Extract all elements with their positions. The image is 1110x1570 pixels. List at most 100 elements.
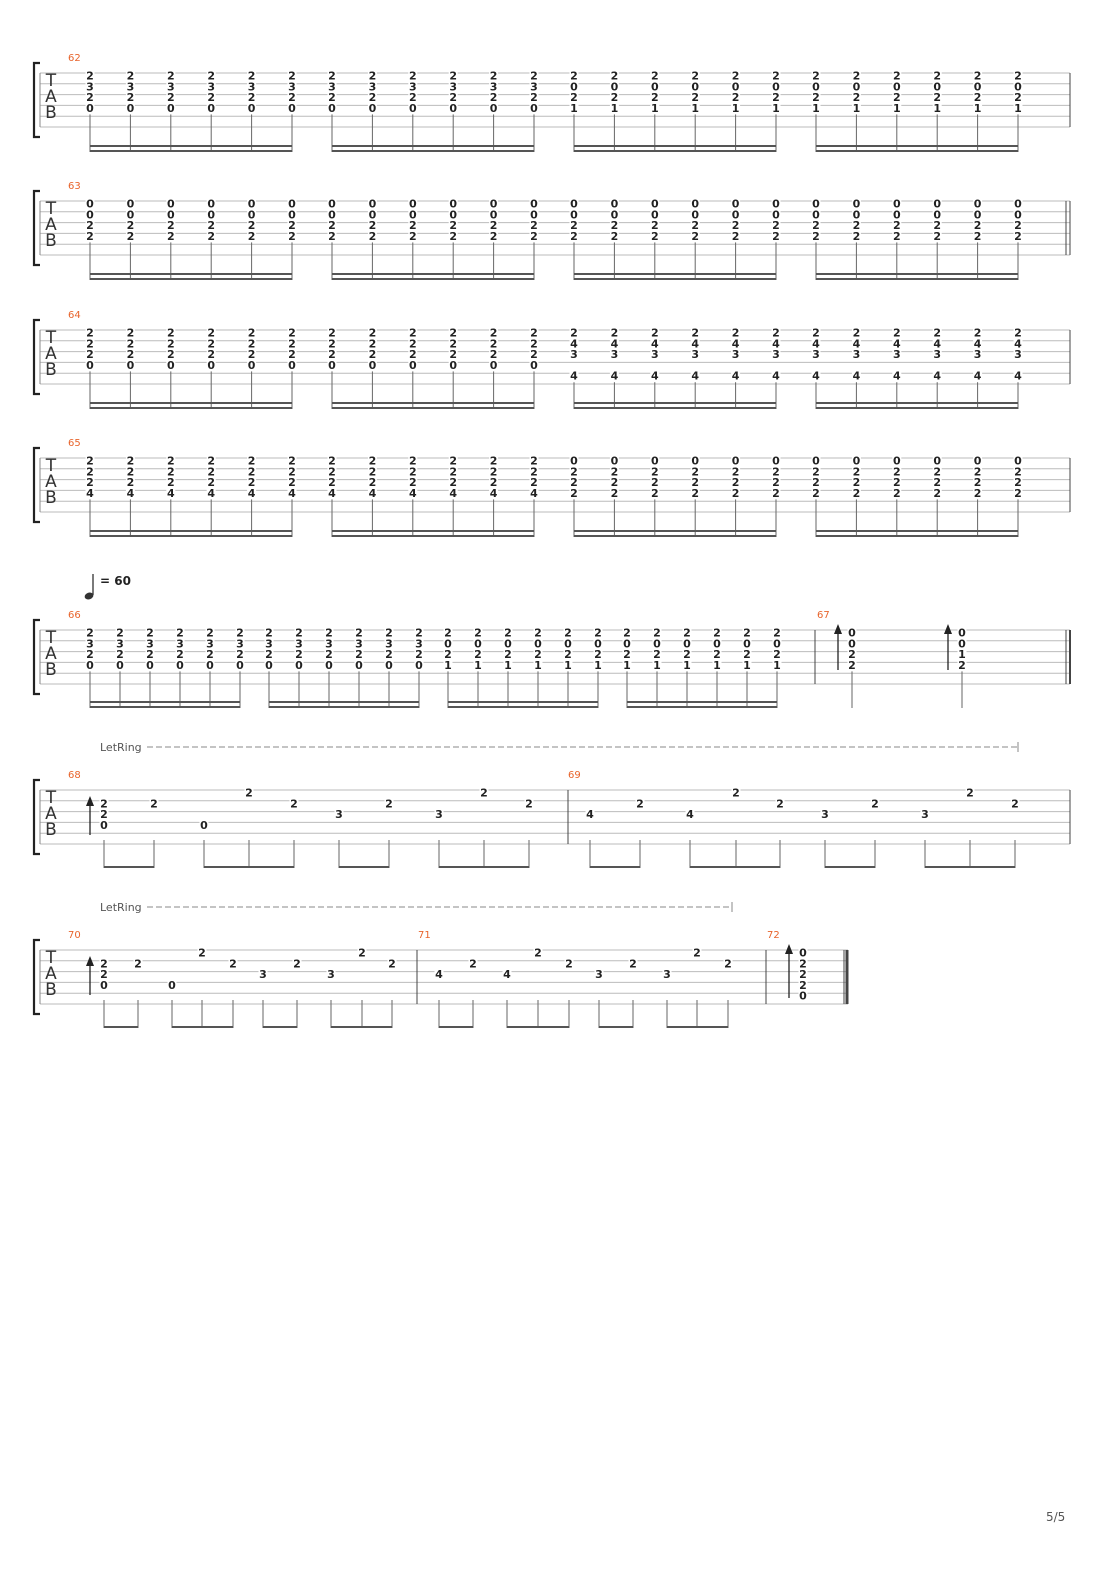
fret-bg — [206, 456, 216, 465]
fret-bg — [851, 338, 861, 348]
fret-number: 2 — [127, 455, 135, 468]
fret-number: 0 — [248, 359, 256, 372]
fret-number: 2 — [893, 476, 901, 489]
fret-bg — [287, 220, 297, 230]
fret-bg — [448, 199, 458, 208]
fret-bg — [851, 92, 861, 102]
fret-bg — [731, 199, 741, 208]
fret-number: 0 — [127, 198, 135, 211]
fret-bg — [892, 466, 902, 476]
fret-number: 2 — [611, 230, 619, 243]
fret-number: 1 — [623, 659, 631, 672]
fret-bg — [723, 958, 733, 968]
fret-number: 2 — [369, 230, 377, 243]
fret-bg — [650, 71, 660, 80]
fret-number: 0 — [772, 208, 780, 221]
fret-bg — [287, 488, 297, 498]
fret-bg — [569, 456, 579, 465]
fret-number: 0 — [651, 208, 659, 221]
fret-bg — [133, 958, 143, 968]
fret-bg — [145, 660, 155, 670]
tab-system-64: TAB6422202220222022202220222022202220222… — [32, 310, 1071, 409]
fret-bg — [206, 92, 216, 102]
fret-number: 2 — [415, 648, 423, 661]
fret-number: 4 — [207, 487, 215, 500]
fret-bg — [811, 488, 821, 498]
fret-number: 1 — [444, 659, 452, 672]
fret-bg — [973, 209, 983, 219]
fret-bg — [145, 638, 155, 648]
fret-bg — [932, 371, 942, 381]
tab-letter-t: T — [45, 628, 57, 648]
fret-number: 3 — [821, 808, 829, 821]
measure-number: 62 — [68, 53, 81, 64]
fret-bg — [712, 628, 722, 637]
fret-number: 2 — [369, 476, 377, 489]
fret-number: 0 — [570, 198, 578, 211]
fret-bg — [529, 81, 539, 91]
fret-bg — [932, 466, 942, 476]
fret-number: 2 — [693, 947, 701, 960]
fret-number: 0 — [530, 198, 538, 211]
fret-number: 4 — [691, 337, 699, 350]
fret-bg — [264, 638, 274, 648]
fret-number: 2 — [325, 648, 333, 661]
fret-number: 2 — [127, 70, 135, 83]
fret-bg — [166, 466, 176, 476]
fret-number: 0 — [167, 102, 175, 115]
fret-bg — [569, 477, 579, 487]
fret-number: 2 — [248, 70, 256, 83]
fret-number: 2 — [691, 219, 699, 232]
fret-bg — [85, 209, 95, 219]
fret-number: 2 — [127, 230, 135, 243]
fret-bg — [1013, 220, 1023, 230]
fret-bg — [892, 371, 902, 381]
fret-number: 2 — [530, 476, 538, 489]
fret-number: 4 — [248, 487, 256, 500]
fret-number: 2 — [248, 337, 256, 350]
fret-number: 0 — [611, 198, 619, 211]
fret-bg — [798, 948, 808, 957]
fret-bg — [206, 81, 216, 91]
fret-bg — [892, 209, 902, 219]
fret-bg — [125, 360, 135, 370]
fret-bg — [771, 456, 781, 465]
fret-number: 2 — [812, 219, 820, 232]
fret-number: 0 — [1014, 198, 1022, 211]
fret-number: 2 — [1014, 91, 1022, 104]
fret-bg — [529, 328, 539, 337]
fret-bg — [247, 488, 257, 498]
fret-number: 2 — [732, 476, 740, 489]
fret-number: 2 — [1014, 476, 1022, 489]
fret-number: 2 — [449, 70, 457, 83]
fret-number: 2 — [594, 648, 602, 661]
fret-bg — [690, 220, 700, 230]
fret-number: 2 — [732, 465, 740, 478]
fret-bg — [99, 969, 109, 979]
fret-number: 0 — [86, 198, 94, 211]
fret-bg — [287, 92, 297, 102]
fret-bg — [287, 349, 297, 359]
fret-number: 2 — [409, 348, 417, 361]
fret-number: 4 — [409, 487, 417, 500]
fret-bg — [692, 948, 702, 957]
fret-bg — [503, 628, 513, 637]
fret-bg — [125, 477, 135, 487]
tab-letter-a: A — [45, 964, 57, 984]
fret-bg — [367, 220, 377, 230]
fret-bg — [502, 969, 512, 979]
fret-bg — [287, 71, 297, 80]
fret-bg — [811, 92, 821, 102]
system-bracket — [32, 778, 40, 856]
fret-bg — [115, 660, 125, 670]
fret-bg — [115, 628, 125, 637]
system-bracket — [32, 318, 40, 396]
fret-bg — [166, 81, 176, 91]
fret-number: 3 — [207, 80, 215, 93]
fret-bg — [166, 477, 176, 487]
fret-bg — [609, 220, 619, 230]
fret-number: 0 — [772, 80, 780, 93]
tab-system-65: TAB6522242224222422242224222422242224222… — [32, 438, 1071, 537]
fret-number: 2 — [167, 70, 175, 83]
fret-bg — [973, 92, 983, 102]
